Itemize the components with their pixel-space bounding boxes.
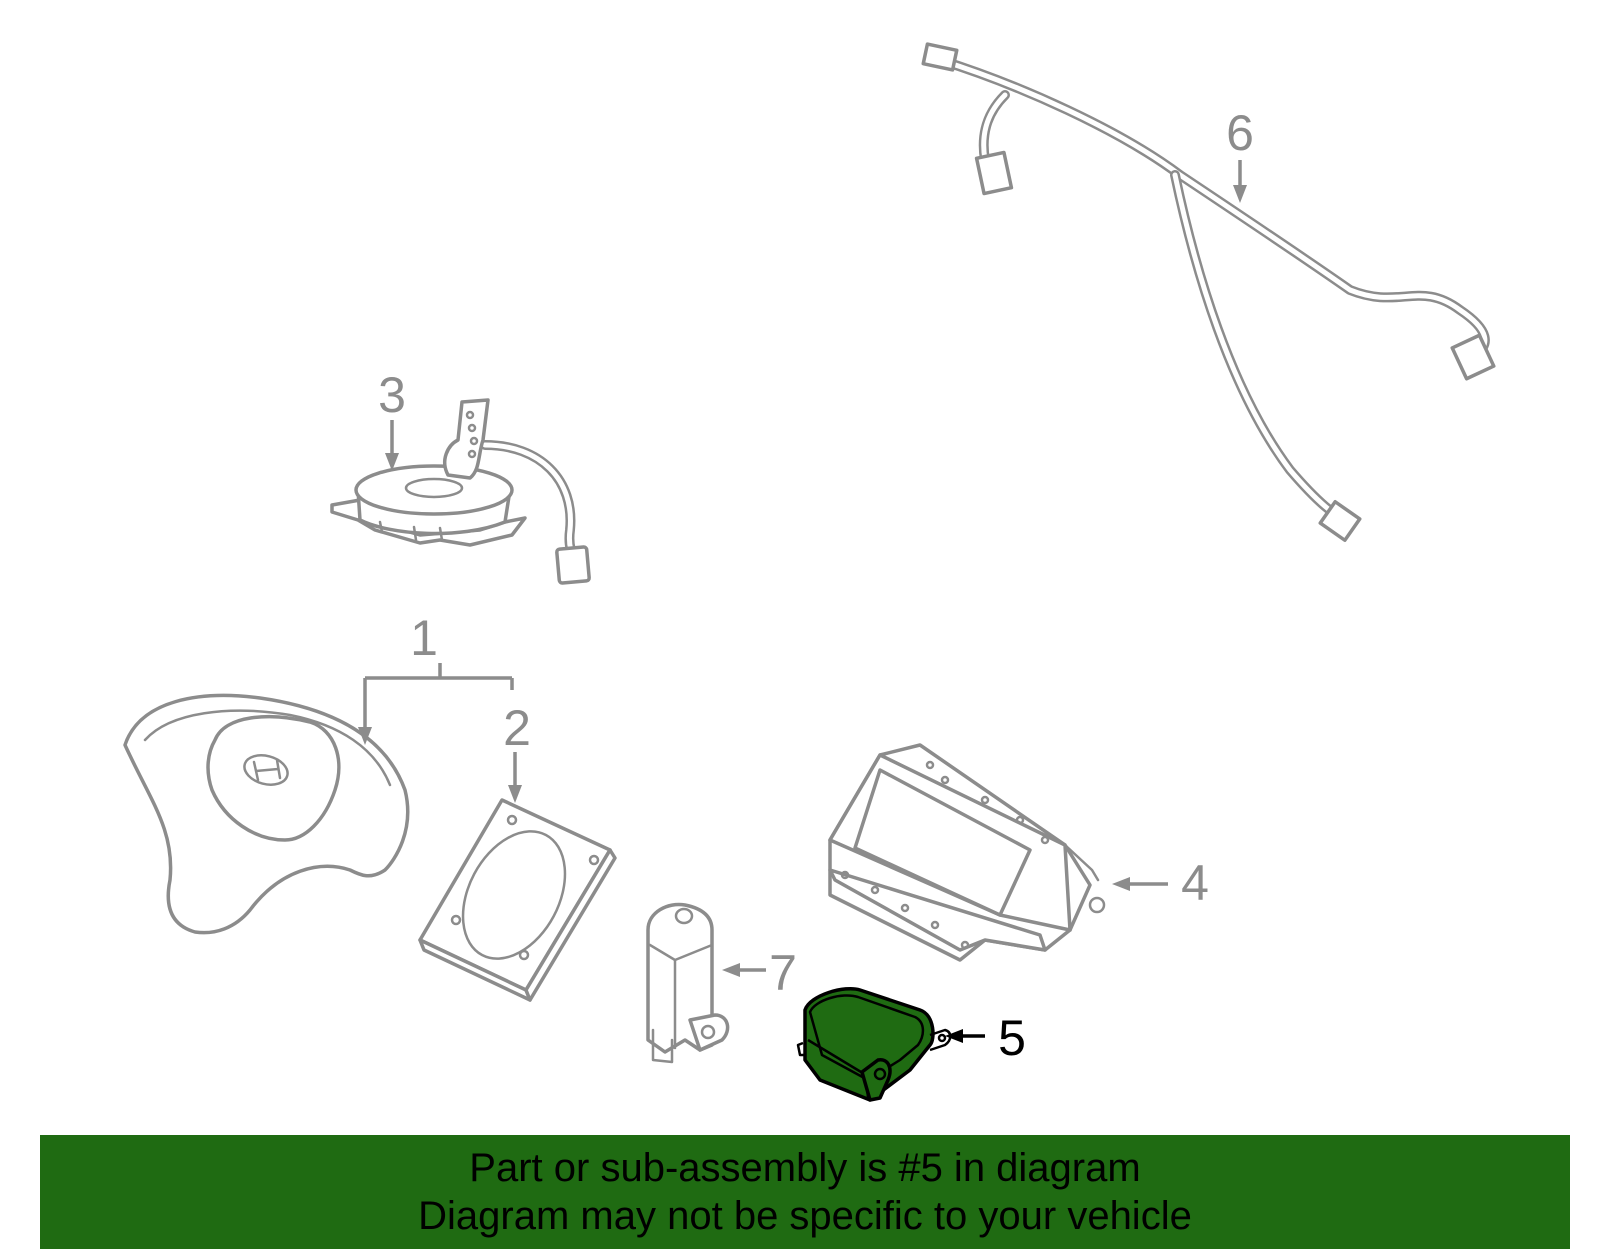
callout-label-3: 3 bbox=[378, 367, 406, 423]
callout-label-5: 5 bbox=[998, 1010, 1026, 1066]
callout-6: 6 bbox=[1226, 105, 1254, 203]
callout-2: 2 bbox=[503, 700, 531, 803]
part-4-passenger-airbag[interactable] bbox=[828, 743, 1106, 962]
callout-3: 3 bbox=[378, 367, 406, 471]
callout-7: 7 bbox=[722, 945, 797, 1001]
part-3-clock-spring[interactable] bbox=[330, 398, 591, 585]
callout-label-2: 2 bbox=[503, 700, 531, 756]
part-2-inflator-plate[interactable] bbox=[418, 798, 617, 1002]
callout-label-6: 6 bbox=[1226, 105, 1254, 161]
callout-5: 5 bbox=[945, 1010, 1026, 1066]
callout-4: 4 bbox=[1112, 855, 1209, 911]
banner-part-note: Part or sub-assembly is #5 in diagram bbox=[469, 1146, 1141, 1190]
part-6-wiring-harness[interactable] bbox=[921, 42, 1496, 543]
part-1-driver-airbag[interactable] bbox=[123, 693, 410, 935]
part-5-srs-control-module[interactable] bbox=[796, 987, 952, 1102]
info-banner: Part or sub-assembly is #5 in diagram Di… bbox=[40, 1135, 1570, 1249]
callout-label-4: 4 bbox=[1181, 855, 1209, 911]
banner-disclaimer: Diagram may not be specific to your vehi… bbox=[418, 1194, 1192, 1238]
callout-label-7: 7 bbox=[769, 945, 797, 1001]
callout-1: 1 bbox=[358, 610, 514, 745]
part-7-impact-sensor[interactable] bbox=[646, 902, 730, 1064]
callout-label-1: 1 bbox=[410, 610, 438, 666]
